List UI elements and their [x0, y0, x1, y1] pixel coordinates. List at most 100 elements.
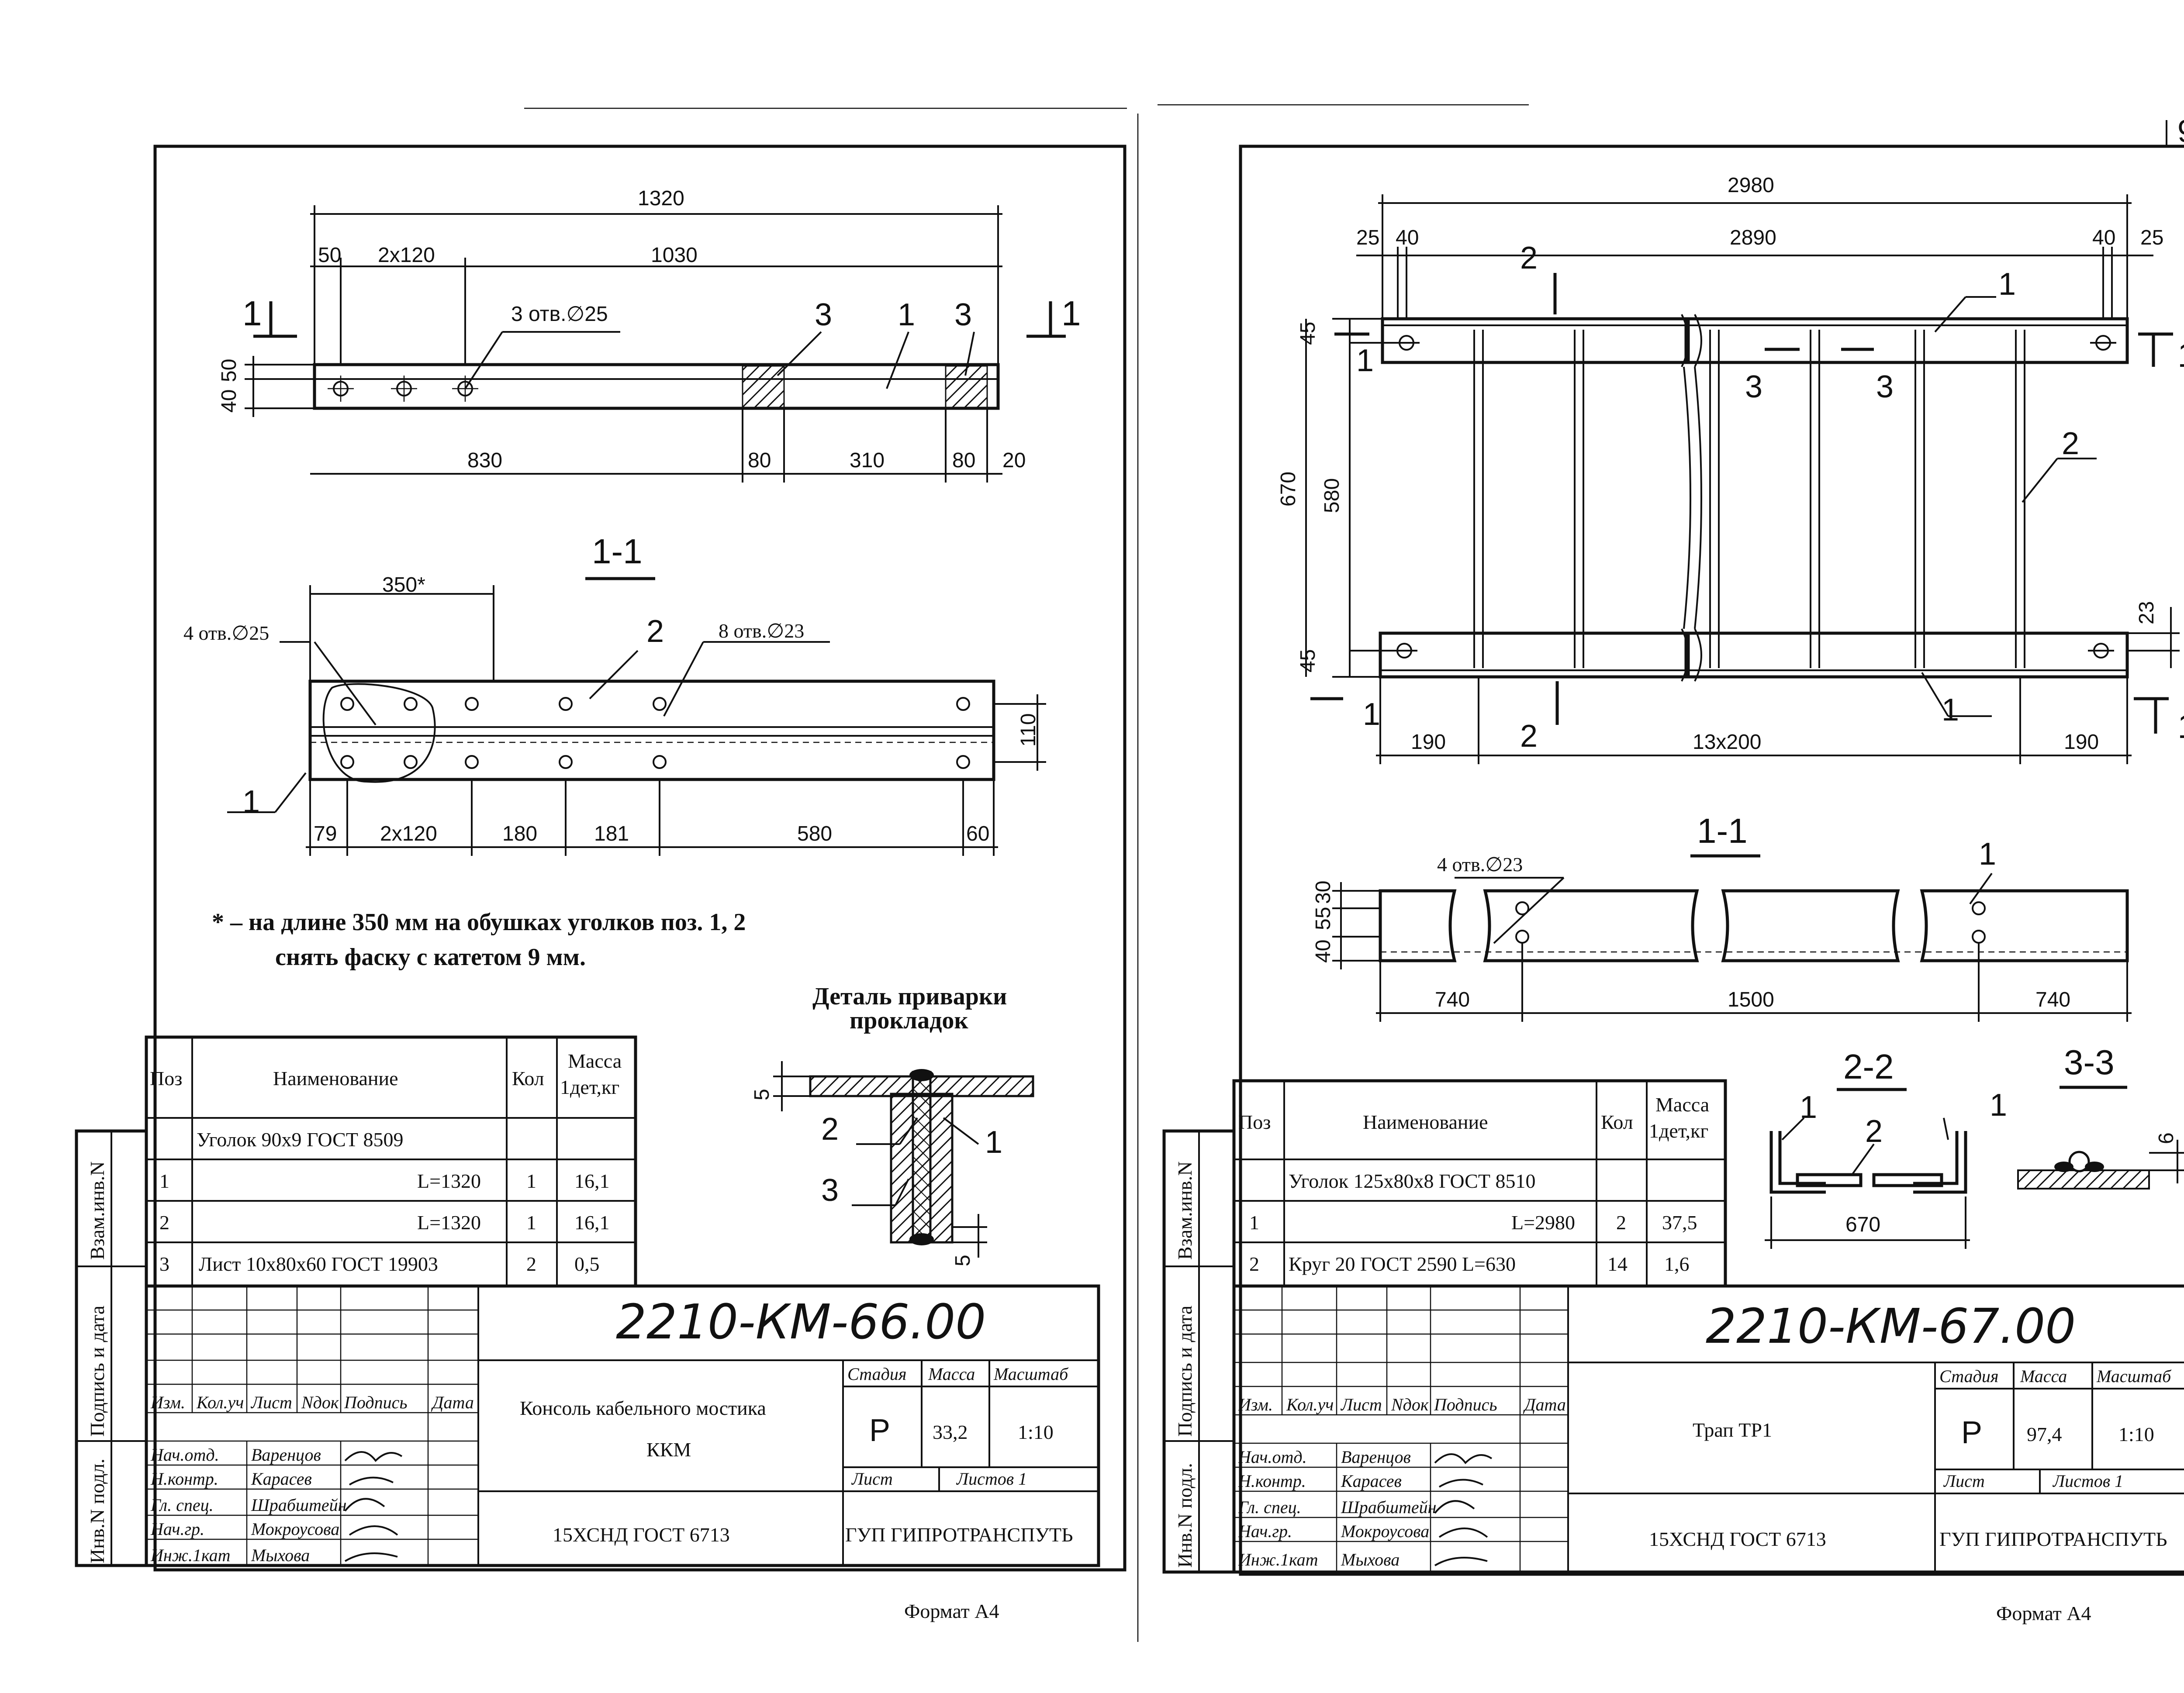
right-row1-qty: 2 — [1616, 1211, 1626, 1234]
dim-2x120-sec: 2x120 — [380, 822, 437, 845]
right-sheet: Лист — [1943, 1471, 1985, 1491]
left-dim-lines-top — [245, 205, 1002, 483]
svg-text:Варенцов: Варенцов — [1341, 1447, 1411, 1467]
right-row2-mass: 1,6 — [1664, 1253, 1690, 1275]
left-th-mass2: 1дет,кг — [560, 1076, 619, 1098]
weld-detail — [773, 1061, 1034, 1258]
left-side-2: Подпись и дата — [86, 1306, 108, 1437]
left-sheet: 1320 50 2x120 1030 3 отв.∅25 3 1 3 40 50… — [75, 145, 1127, 1622]
left-stage-h: Стадия — [847, 1364, 906, 1384]
pos-2-section: 2 — [646, 614, 664, 649]
dim-60: 60 — [966, 822, 989, 845]
right-dim-740b: 740 — [2035, 988, 2070, 1011]
right-sheet: 2980 25 40 2890 40 25 2 1 670 580 45 45 … — [1162, 145, 2184, 1624]
left-row3-mass: 0,5 — [574, 1253, 600, 1275]
dim-50: 50 — [318, 244, 341, 267]
detail-title-1: Деталь приварки — [812, 983, 1007, 1010]
sec-22-dims — [1765, 1117, 1970, 1249]
dim-1320: 1320 — [638, 187, 684, 210]
right-th-mass2: 1дет,кг — [1649, 1120, 1708, 1142]
cut-mark-1-right: 1 — [1061, 294, 1081, 333]
dim-190b: 190 — [2064, 731, 2099, 754]
right-org: ГУП ГИПРОТРАНСПУТЬ — [1939, 1528, 2167, 1550]
right-row1-name: L=2980 — [1511, 1211, 1575, 1234]
right-stage-h: Стадия — [1939, 1366, 1998, 1386]
dim-40: 40 — [218, 390, 241, 413]
dim-110: 110 — [1017, 713, 1040, 747]
dim-45a: 45 — [1296, 322, 1320, 345]
svg-text:Изм.: Изм. — [1238, 1395, 1273, 1414]
left-signatures — [344, 1451, 403, 1562]
dim-181: 181 — [594, 822, 629, 845]
right-stage: Р — [1961, 1415, 1982, 1450]
dim-50v: 50 — [218, 359, 241, 382]
svg-text:Нач.гр.: Нач.гр. — [1238, 1521, 1292, 1541]
left-row2-pos: 2 — [159, 1211, 169, 1234]
right-mass: 97,4 — [2027, 1423, 2062, 1445]
dim-310: 310 — [850, 449, 885, 472]
sec-22-title: 2-2 — [1843, 1047, 1894, 1086]
right-th-qty: Кол — [1601, 1111, 1633, 1133]
right-side-1: Взам.инв.N — [1174, 1161, 1196, 1260]
svg-text:Инж.1кат: Инж.1кат — [1238, 1550, 1318, 1569]
cut-mark-1-right-a: 1 — [2177, 335, 2184, 374]
dim-580: 580 — [797, 822, 832, 845]
right-doc-code: 2210-КМ-67.00 — [1706, 1298, 2076, 1354]
left-sheet: Лист — [851, 1469, 893, 1489]
left-row1-pos: 1 — [159, 1170, 169, 1192]
dim-80a: 80 — [748, 449, 771, 472]
svg-text:Подпись: Подпись — [1434, 1395, 1497, 1414]
right-scale: 1:10 — [2118, 1423, 2154, 1445]
svg-text:Подпись: Подпись — [344, 1393, 408, 1412]
right-dim-lines-top — [1305, 194, 2180, 764]
svg-text:Мокроусова: Мокроусова — [1341, 1521, 1429, 1541]
dim-79: 79 — [314, 822, 337, 845]
left-th-pos: Поз — [150, 1067, 182, 1090]
right-row2-pos: 2 — [1249, 1253, 1259, 1275]
left-plate-3a — [742, 365, 785, 408]
right-stamp-roles: Нач.отд. Н.контр. Гл. спец. Нач.гр. Инж.… — [1238, 1447, 1437, 1569]
left-material: 15ХСНД ГОСТ 6713 — [553, 1524, 730, 1546]
left-scale-h: Масштаб — [993, 1364, 1069, 1384]
dim-2980: 2980 — [1728, 174, 1774, 197]
left-row3-qty: 2 — [526, 1253, 536, 1275]
left-section-angle — [308, 679, 995, 781]
left-mass: 33,2 — [933, 1421, 968, 1443]
svg-text:Гл. спец.: Гл. спец. — [1238, 1497, 1301, 1517]
right-section-title: 1-1 — [1697, 811, 1748, 850]
dim-45b: 45 — [1296, 649, 1320, 672]
right-row2-name: Круг 20 ГОСТ 2590 L=630 — [1289, 1253, 1516, 1275]
dim-80b: 80 — [952, 449, 975, 472]
dim-580v: 580 — [1320, 478, 1344, 513]
sec-33-dim-6: 6 — [2155, 1132, 2178, 1144]
cut-mark-1-right-b: 1 — [2177, 707, 2184, 745]
right-section-dim-lines — [1332, 872, 2132, 1022]
dim-20: 20 — [1002, 449, 1026, 472]
dim-830: 830 — [467, 449, 502, 472]
sec-33-drawing — [2017, 1140, 2184, 1190]
left-row3-name: Лист 10x80x60 ГОСТ 19903 — [199, 1253, 438, 1275]
left-title-2: ККМ — [646, 1438, 691, 1461]
right-th-pos: Поз — [1238, 1111, 1271, 1133]
cut-1-low: 1 — [1363, 697, 1380, 732]
weld-pos-1: 1 — [985, 1125, 1002, 1160]
svg-text:Нач.отд.: Нач.отд. — [1238, 1447, 1307, 1467]
left-row2-qty: 1 — [526, 1211, 536, 1234]
svg-text:Карасев: Карасев — [1341, 1471, 1402, 1491]
svg-text:Шрабштейн: Шрабштейн — [1341, 1497, 1437, 1517]
left-note-line-2: снять фаску с катетом 9 мм. — [275, 944, 586, 971]
note-4-holes-25: 4 отв.∅25 — [183, 622, 269, 644]
left-side-1: Взам.инв.N — [86, 1161, 108, 1260]
dim-350: 350* — [382, 573, 425, 597]
left-th-qty: Кол — [512, 1067, 544, 1090]
left-org: ГУП ГИПРОТРАНСПУТЬ — [845, 1524, 1073, 1546]
left-section-holes — [322, 683, 970, 783]
svg-text:Nдок: Nдок — [1391, 1395, 1429, 1414]
svg-text:Варенцов: Варенцов — [251, 1445, 321, 1465]
right-mass-h: Масса — [2020, 1366, 2067, 1386]
dim-1030: 1030 — [651, 244, 698, 267]
pos-3b: 3 — [954, 297, 972, 332]
weld-pos-2: 2 — [821, 1112, 839, 1147]
svg-text:Шрабштейн: Шрабштейн — [251, 1495, 347, 1515]
right-dim-40: 40 — [1312, 940, 1335, 963]
